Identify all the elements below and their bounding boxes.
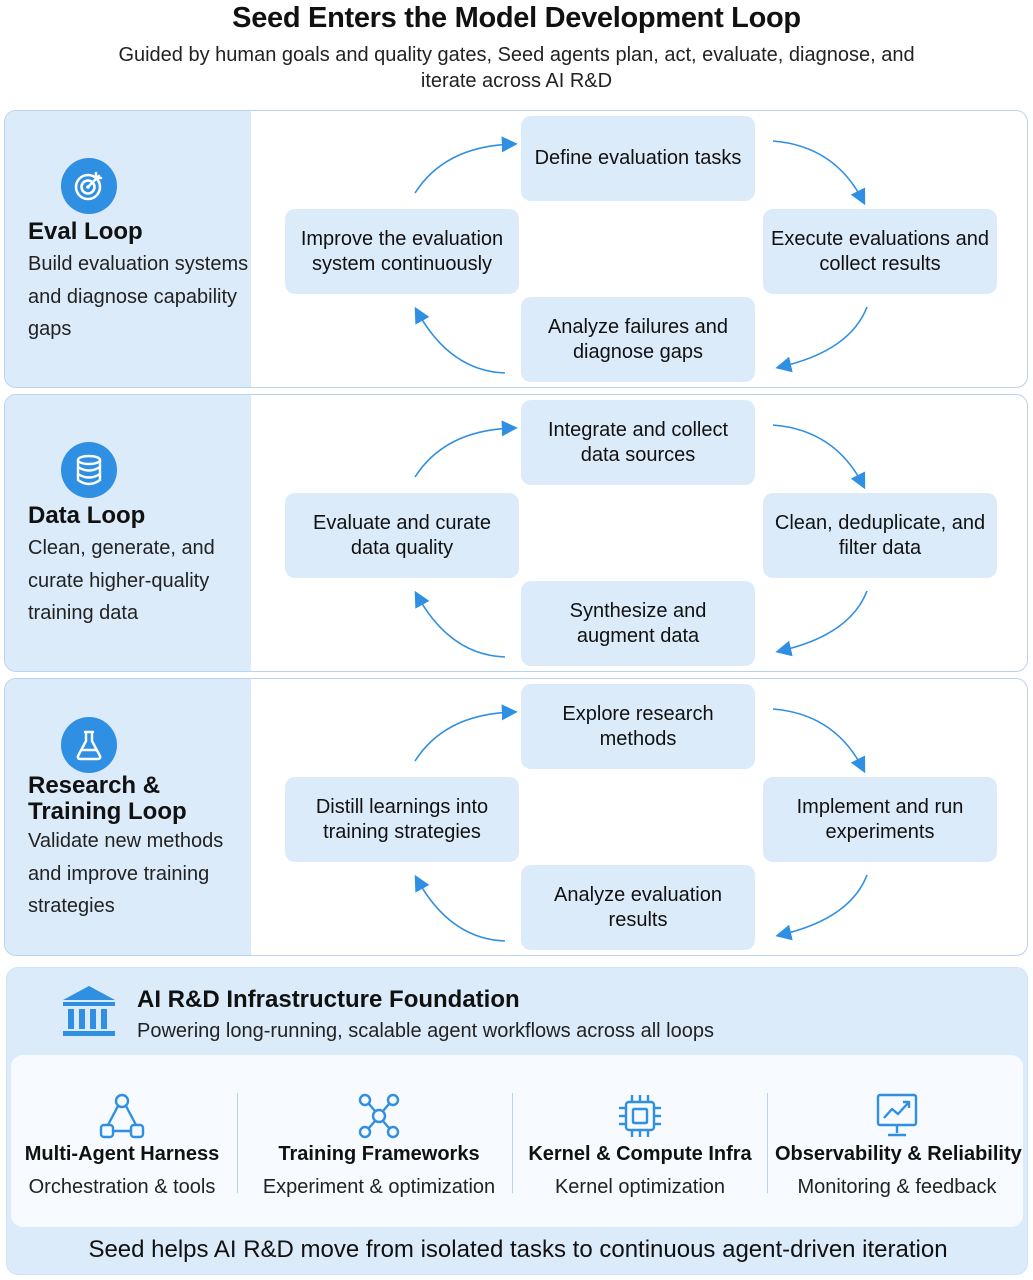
component-description: Kernel optimization — [554, 1176, 726, 1198]
data-loop-sidebar: Data Loop Clean, generate, and curate hi… — [5, 395, 251, 671]
component-kernel-compute-infra: Kernel & Compute Infra Kernel optimizati… — [521, 1055, 759, 1227]
step-bottom: Synthesize and augment data — [521, 581, 755, 666]
step-right: Implement and run experiments — [763, 777, 997, 862]
component-name: Multi-Agent Harness — [24, 1143, 220, 1165]
infrastructure-components: Multi-Agent Harness Orchestration & tool… — [11, 1055, 1023, 1227]
eval-loop-panel: Eval Loop Build evaluation systems and d… — [4, 110, 1028, 388]
hub-network-icon — [358, 1093, 400, 1139]
chip-icon — [619, 1095, 661, 1137]
research-loop-sidebar: Research & Training Loop Validate new me… — [5, 679, 251, 955]
component-description: Orchestration & tools — [28, 1176, 216, 1198]
building-icon — [63, 986, 115, 1036]
component-description: Experiment & optimization — [262, 1176, 496, 1198]
loop-description: Validate new methods and improve trainin… — [28, 830, 224, 917]
component-name: Training Frameworks — [278, 1143, 480, 1165]
loop-name: Eval Loop — [28, 218, 143, 245]
divider — [237, 1093, 238, 1193]
divider — [767, 1093, 768, 1193]
component-multi-agent-harness: Multi-Agent Harness Orchestration & tool… — [11, 1055, 233, 1227]
database-icon — [61, 442, 117, 498]
step-bottom: Analyze evaluation results — [521, 865, 755, 950]
component-observability-reliability: Observability & Reliability Monitoring &… — [775, 1055, 1022, 1227]
agent-network-icon — [99, 1093, 145, 1139]
component-description: Monitoring & feedback — [797, 1176, 997, 1198]
step-right: Execute evaluations and collect results — [763, 209, 997, 294]
component-name: Observability & Reliability — [775, 1143, 1022, 1165]
infrastructure-title: AI R&D Infrastructure Foundation — [137, 986, 520, 1013]
page-subtitle: Guided by human goals and quality gates,… — [118, 44, 915, 92]
step-right: Clean, deduplicate, and filter data — [763, 493, 997, 578]
flask-icon — [61, 717, 117, 773]
step-top: Explore research methods — [521, 684, 755, 769]
loop-description: Build evaluation systems and diagnose ca… — [28, 253, 249, 340]
loop-name: Research & Training Loop — [28, 772, 187, 825]
loop-name: Data Loop — [28, 502, 146, 529]
divider — [512, 1093, 513, 1193]
loop-description: Clean, generate, and curate higher-quali… — [28, 537, 215, 624]
chart-monitor-icon — [876, 1093, 918, 1137]
data-loop-panel: Data Loop Clean, generate, and curate hi… — [4, 394, 1028, 672]
infrastructure-panel: AI R&D Infrastructure Foundation Powerin… — [6, 967, 1028, 1275]
step-top: Integrate and collect data sources — [521, 400, 755, 485]
step-left: Evaluate and curate data quality — [285, 493, 519, 578]
target-icon — [61, 158, 117, 214]
step-bottom: Analyze failures and diagnose gaps — [521, 297, 755, 382]
footer-tagline: Seed helps AI R&D move from isolated tas… — [88, 1236, 948, 1263]
research-training-loop-panel: Research & Training Loop Validate new me… — [4, 678, 1028, 956]
page-title: Seed Enters the Model Development Loop — [232, 2, 801, 34]
component-name: Kernel & Compute Infra — [528, 1143, 752, 1165]
eval-loop-sidebar: Eval Loop Build evaluation systems and d… — [5, 111, 251, 387]
step-left: Improve the evaluation system continuous… — [285, 209, 519, 294]
infrastructure-subtitle: Powering long-running, scalable agent wo… — [137, 1020, 714, 1042]
component-training-frameworks: Training Frameworks Experiment & optimiz… — [251, 1055, 507, 1227]
step-left: Distill learnings into training strategi… — [285, 777, 519, 862]
step-top: Define evaluation tasks — [521, 116, 755, 201]
